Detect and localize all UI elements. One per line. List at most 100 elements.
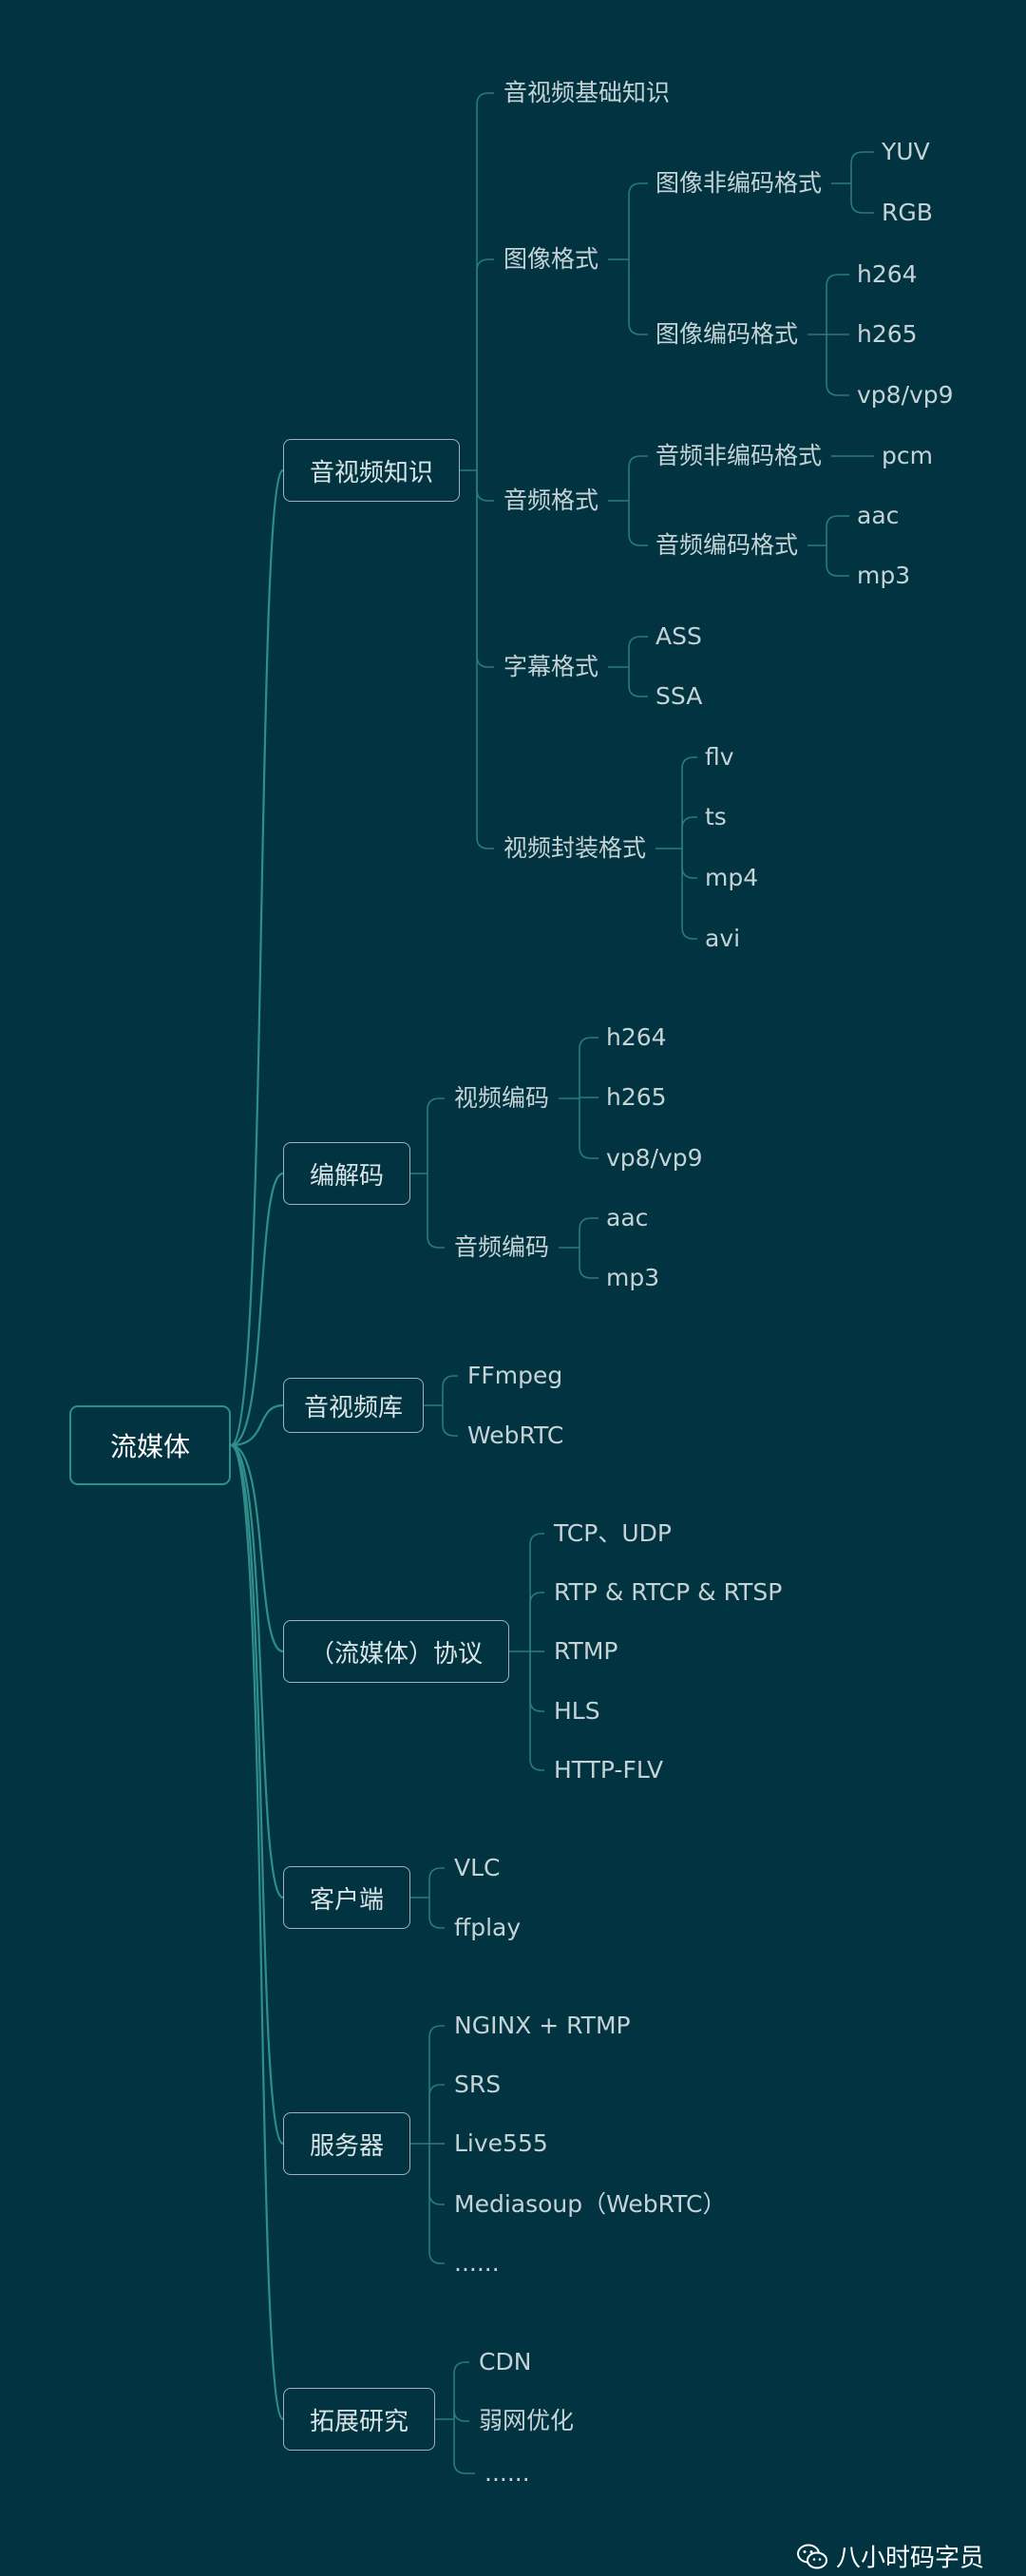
leaf-node: vp8/vp9 <box>606 1144 703 1172</box>
connector-line <box>681 849 697 879</box>
connector-line <box>826 334 849 396</box>
leaf-node: h265 <box>857 320 918 348</box>
connector-line <box>453 2361 469 2419</box>
connector-line <box>681 756 697 849</box>
connector-line <box>230 1443 284 1653</box>
child-node: 弱网优化 <box>479 2407 575 2434</box>
connector-line <box>579 1098 598 1159</box>
child-node: NGINX + RTMP <box>454 2012 631 2039</box>
child-node: ffplay <box>454 1914 522 1941</box>
connector-line <box>453 2419 475 2474</box>
connector-line <box>428 1898 445 1929</box>
child-node: SRS <box>454 2070 502 2098</box>
connector-line <box>230 1172 284 1447</box>
leaf-node: h264 <box>606 1023 667 1051</box>
connector-line <box>628 636 648 667</box>
connector-line <box>428 2144 445 2205</box>
leaf-node: ASS <box>656 622 702 650</box>
child-node: 字幕格式 <box>504 653 599 680</box>
leaf-node: 音频非编码格式 <box>656 442 823 469</box>
connector-line <box>230 468 285 1447</box>
leaf-node: pcm <box>882 442 933 469</box>
connector-line <box>579 1037 598 1098</box>
connector-line <box>428 1867 445 1898</box>
connector-line <box>681 849 697 940</box>
leaf-node: h264 <box>857 260 918 288</box>
connector-line <box>826 274 849 334</box>
connector-line <box>442 1375 458 1405</box>
connector-line <box>428 2144 445 2264</box>
child-node: ...... <box>454 2249 500 2277</box>
leaf-node: mp3 <box>606 1264 660 1291</box>
leaf-node: 音频编码格式 <box>656 531 799 559</box>
watermark: 八小时码字员 <box>796 2539 984 2574</box>
connector-line <box>628 259 648 335</box>
connector-line <box>826 515 849 545</box>
connector-line <box>529 1592 544 1651</box>
connector-line <box>529 1651 544 1712</box>
child-node: 图像格式 <box>504 245 599 273</box>
connector-line <box>230 1403 284 1447</box>
connector-line <box>230 1443 284 1899</box>
child-node: HLS <box>554 1697 600 1725</box>
leaf-node: SSA <box>656 682 703 710</box>
leaf-node: YUV <box>882 138 930 165</box>
connector-line <box>628 182 648 259</box>
connector-line <box>628 667 648 697</box>
leaf-node: avi <box>705 925 741 952</box>
connector-line <box>579 1217 598 1248</box>
branch-node: （流媒体）协议 <box>283 1620 509 1683</box>
child-node: Live555 <box>454 2129 548 2157</box>
child-node: RTMP <box>554 1637 618 1665</box>
leaf-node: vp8/vp9 <box>857 381 954 409</box>
branch-node: 音视频知识 <box>283 439 460 502</box>
branch-node: 拓展研究 <box>283 2388 435 2451</box>
branch-node: 音视频库 <box>283 1378 424 1433</box>
branch-node: 客户端 <box>283 1866 410 1929</box>
branch-node: 编解码 <box>283 1142 410 1205</box>
wechat-icon <box>797 2544 827 2568</box>
child-node: ...... <box>484 2459 530 2487</box>
child-node: VLC <box>454 1854 501 1881</box>
leaf-node: mp4 <box>705 864 759 891</box>
connector-line <box>442 1405 458 1437</box>
connector-line <box>453 2409 469 2422</box>
connector-line <box>230 1443 285 2146</box>
branch-node: 服务器 <box>283 2112 410 2175</box>
watermark-text: 八小时码字员 <box>836 2544 985 2573</box>
leaf-node: 图像编码格式 <box>656 320 799 348</box>
child-node: 视频编码 <box>454 1084 550 1112</box>
leaf-node: ts <box>705 803 727 830</box>
connector-line <box>230 1443 285 2421</box>
leaf-node: h265 <box>606 1083 667 1111</box>
leaf-node: 图像非编码格式 <box>656 169 823 197</box>
child-node: FFmpeg <box>467 1362 563 1389</box>
connector-line <box>529 1651 544 1771</box>
connector-line <box>850 183 874 214</box>
child-node: 音频格式 <box>504 487 599 514</box>
leaf-node: RGB <box>882 199 933 226</box>
connector-line <box>628 455 648 501</box>
child-node: CDN <box>479 2348 532 2376</box>
leaf-node: mp3 <box>857 562 911 589</box>
connector-line <box>826 545 849 577</box>
leaf-node: flv <box>705 743 734 771</box>
connector-line <box>476 470 494 849</box>
connector-line <box>628 501 648 546</box>
connector-line <box>428 2025 445 2144</box>
child-node: HTTP-FLV <box>554 1756 664 1784</box>
leaf-node: aac <box>606 1204 649 1231</box>
connector-line <box>428 2084 445 2144</box>
root-node: 流媒体 <box>69 1405 231 1485</box>
connector-line <box>850 151 874 183</box>
child-node: Mediasoup（WebRTC） <box>454 2190 727 2218</box>
connector-line <box>681 816 697 849</box>
connector-line <box>427 1174 445 1249</box>
connector-line <box>529 1533 544 1651</box>
child-node: 视频封装格式 <box>504 834 647 862</box>
connector-line <box>476 92 494 470</box>
child-node: 音视频基础知识 <box>504 79 671 106</box>
child-node: TCP、UDP <box>554 1519 672 1547</box>
